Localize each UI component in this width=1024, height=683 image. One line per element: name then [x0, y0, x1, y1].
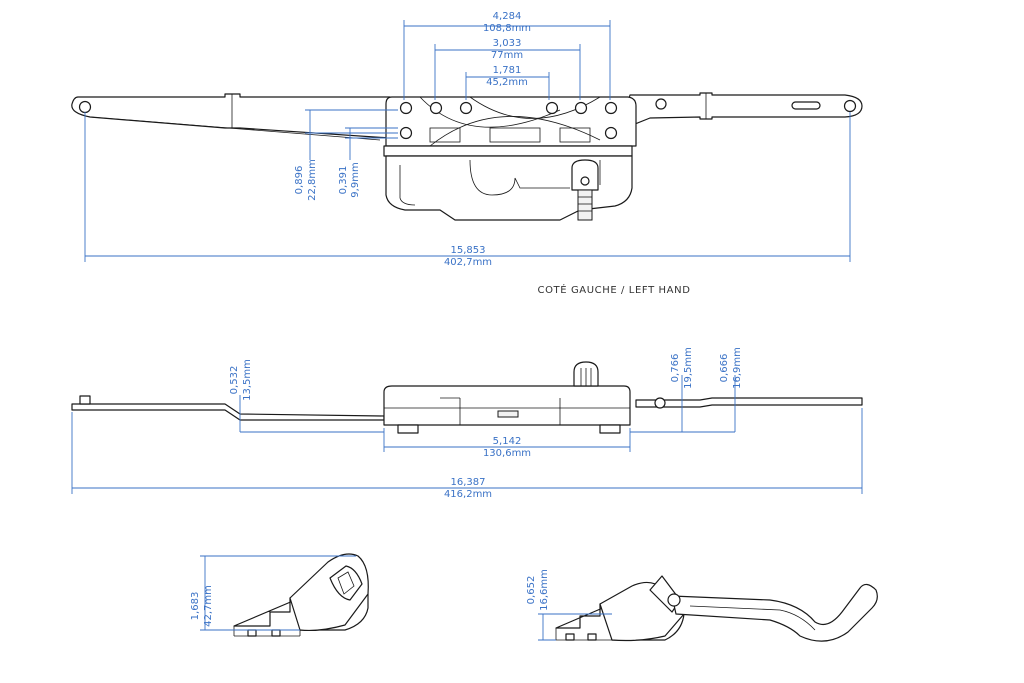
top-right-pivot — [843, 99, 857, 113]
dim-15853-in: 15,853 — [451, 245, 486, 256]
top-mechanism-plate — [385, 96, 637, 147]
dim-1683-in: 1,683 — [190, 592, 201, 621]
dim-4284-in: 4,284 — [493, 11, 522, 22]
side-view — [71, 361, 863, 434]
dim-0666-mm: 16,9mm — [732, 347, 743, 389]
dim-1781-mm: 45,2mm — [486, 77, 528, 88]
dim-1781-in: 1,781 — [493, 65, 522, 76]
detail-crank-handle — [671, 583, 878, 642]
dim-3033-in: 3,033 — [493, 38, 522, 49]
dim-0391-mm: 9,9mm — [350, 162, 361, 197]
dim-0652-in: 0,652 — [526, 576, 537, 605]
side-left-arm — [71, 403, 385, 421]
detail-crank-dimension: 0,652 16,6mm — [526, 569, 612, 641]
dim-0532-in: 0,532 — [229, 366, 240, 395]
side-body — [383, 385, 631, 426]
dim-3033-mm: 77mm — [491, 50, 523, 61]
dim-4284-mm: 108,8mm — [483, 23, 531, 34]
top-drive-shaft — [571, 159, 599, 191]
dim-16387-in: 16,387 — [451, 477, 486, 488]
top-housing — [385, 155, 633, 221]
side-right-arm — [635, 397, 863, 408]
dim-5142-mm: 130,6mm — [483, 448, 531, 459]
top-left-pivot — [78, 100, 92, 114]
dim-0532-mm: 13,5mm — [242, 359, 253, 401]
dim-0896-mm: 22,8mm — [307, 159, 318, 201]
dim-16387-mm: 416,2mm — [444, 489, 492, 500]
dim-5142-in: 5,142 — [493, 436, 522, 447]
dim-0391-in: 0,391 — [338, 166, 349, 195]
detail-cover-dimension: 1,683 42,7mm — [190, 555, 356, 631]
top-frame-rail — [383, 145, 633, 157]
detail-cover-socket — [329, 565, 363, 601]
top-left-arm — [71, 93, 391, 139]
dim-0766-mm: 19,5mm — [683, 347, 694, 389]
dim-1683-mm: 42,7mm — [203, 585, 214, 627]
dim-15853-mm: 402,7mm — [444, 257, 492, 268]
top-right-slot — [791, 101, 821, 110]
hand-caption: COTÉ GAUCHE / LEFT HAND — [537, 283, 690, 296]
dim-0896-in: 0,896 — [294, 166, 305, 195]
dim-0666-in: 0,666 — [719, 354, 730, 383]
top-view — [71, 92, 863, 221]
dim-0652-mm: 16,6mm — [539, 569, 550, 611]
side-right-pivot — [654, 397, 666, 409]
top-right-arm — [619, 92, 863, 131]
detail-crank-pivot — [667, 593, 681, 607]
top-right-link-pivot — [655, 98, 667, 110]
detail-view-crank — [555, 575, 878, 642]
detail-view-cover — [233, 553, 369, 637]
dim-0766-in: 0,766 — [670, 354, 681, 383]
top-dimensions: 4,284 108,8mm 3,033 77mm 1,781 45,2mm 0,… — [84, 11, 851, 268]
side-dimensions: 0,532 13,5mm 0,766 19,5mm 0,666 16,9mm 5… — [71, 347, 863, 500]
